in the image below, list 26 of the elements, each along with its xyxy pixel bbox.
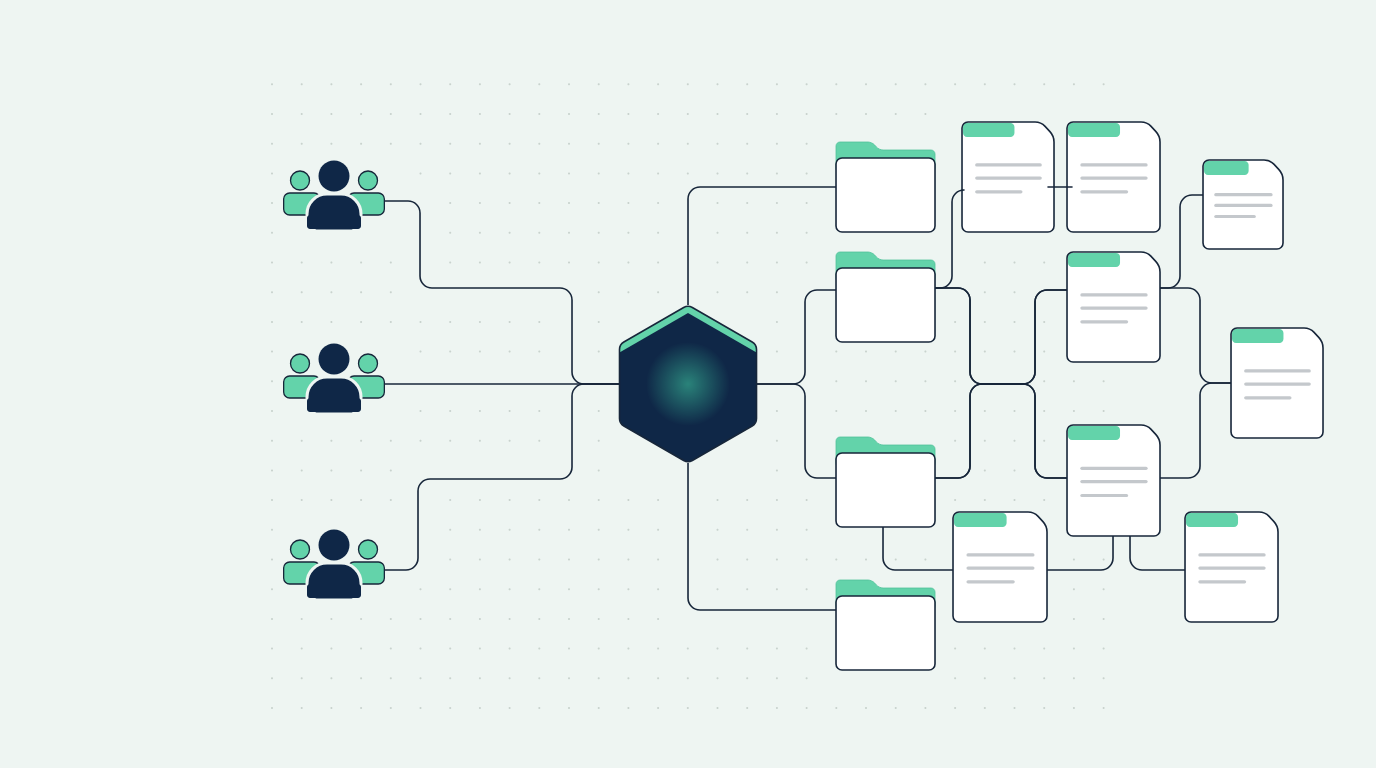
connector-line [1047,186,1073,188]
folder [835,251,936,343]
connector-line [687,186,837,306]
people-icon [283,343,385,420]
document [952,511,1048,623]
document [1230,327,1324,439]
hexagon [618,305,758,463]
document [1066,251,1161,363]
document [1066,424,1161,537]
connector-line [1046,535,1114,571]
connector-line [934,383,1068,479]
folder [835,141,936,233]
document [1066,121,1161,233]
folder [835,579,936,671]
connector-line [384,383,621,571]
folder [835,436,936,528]
document [1202,159,1284,250]
connector-line [687,462,837,611]
connector-line [1159,382,1232,479]
connector-line [755,383,837,479]
document [961,121,1055,233]
people-icon [283,529,385,606]
connector-line [882,526,954,571]
document [1184,511,1279,623]
connector-line [1129,535,1186,571]
people-icon [283,160,385,237]
